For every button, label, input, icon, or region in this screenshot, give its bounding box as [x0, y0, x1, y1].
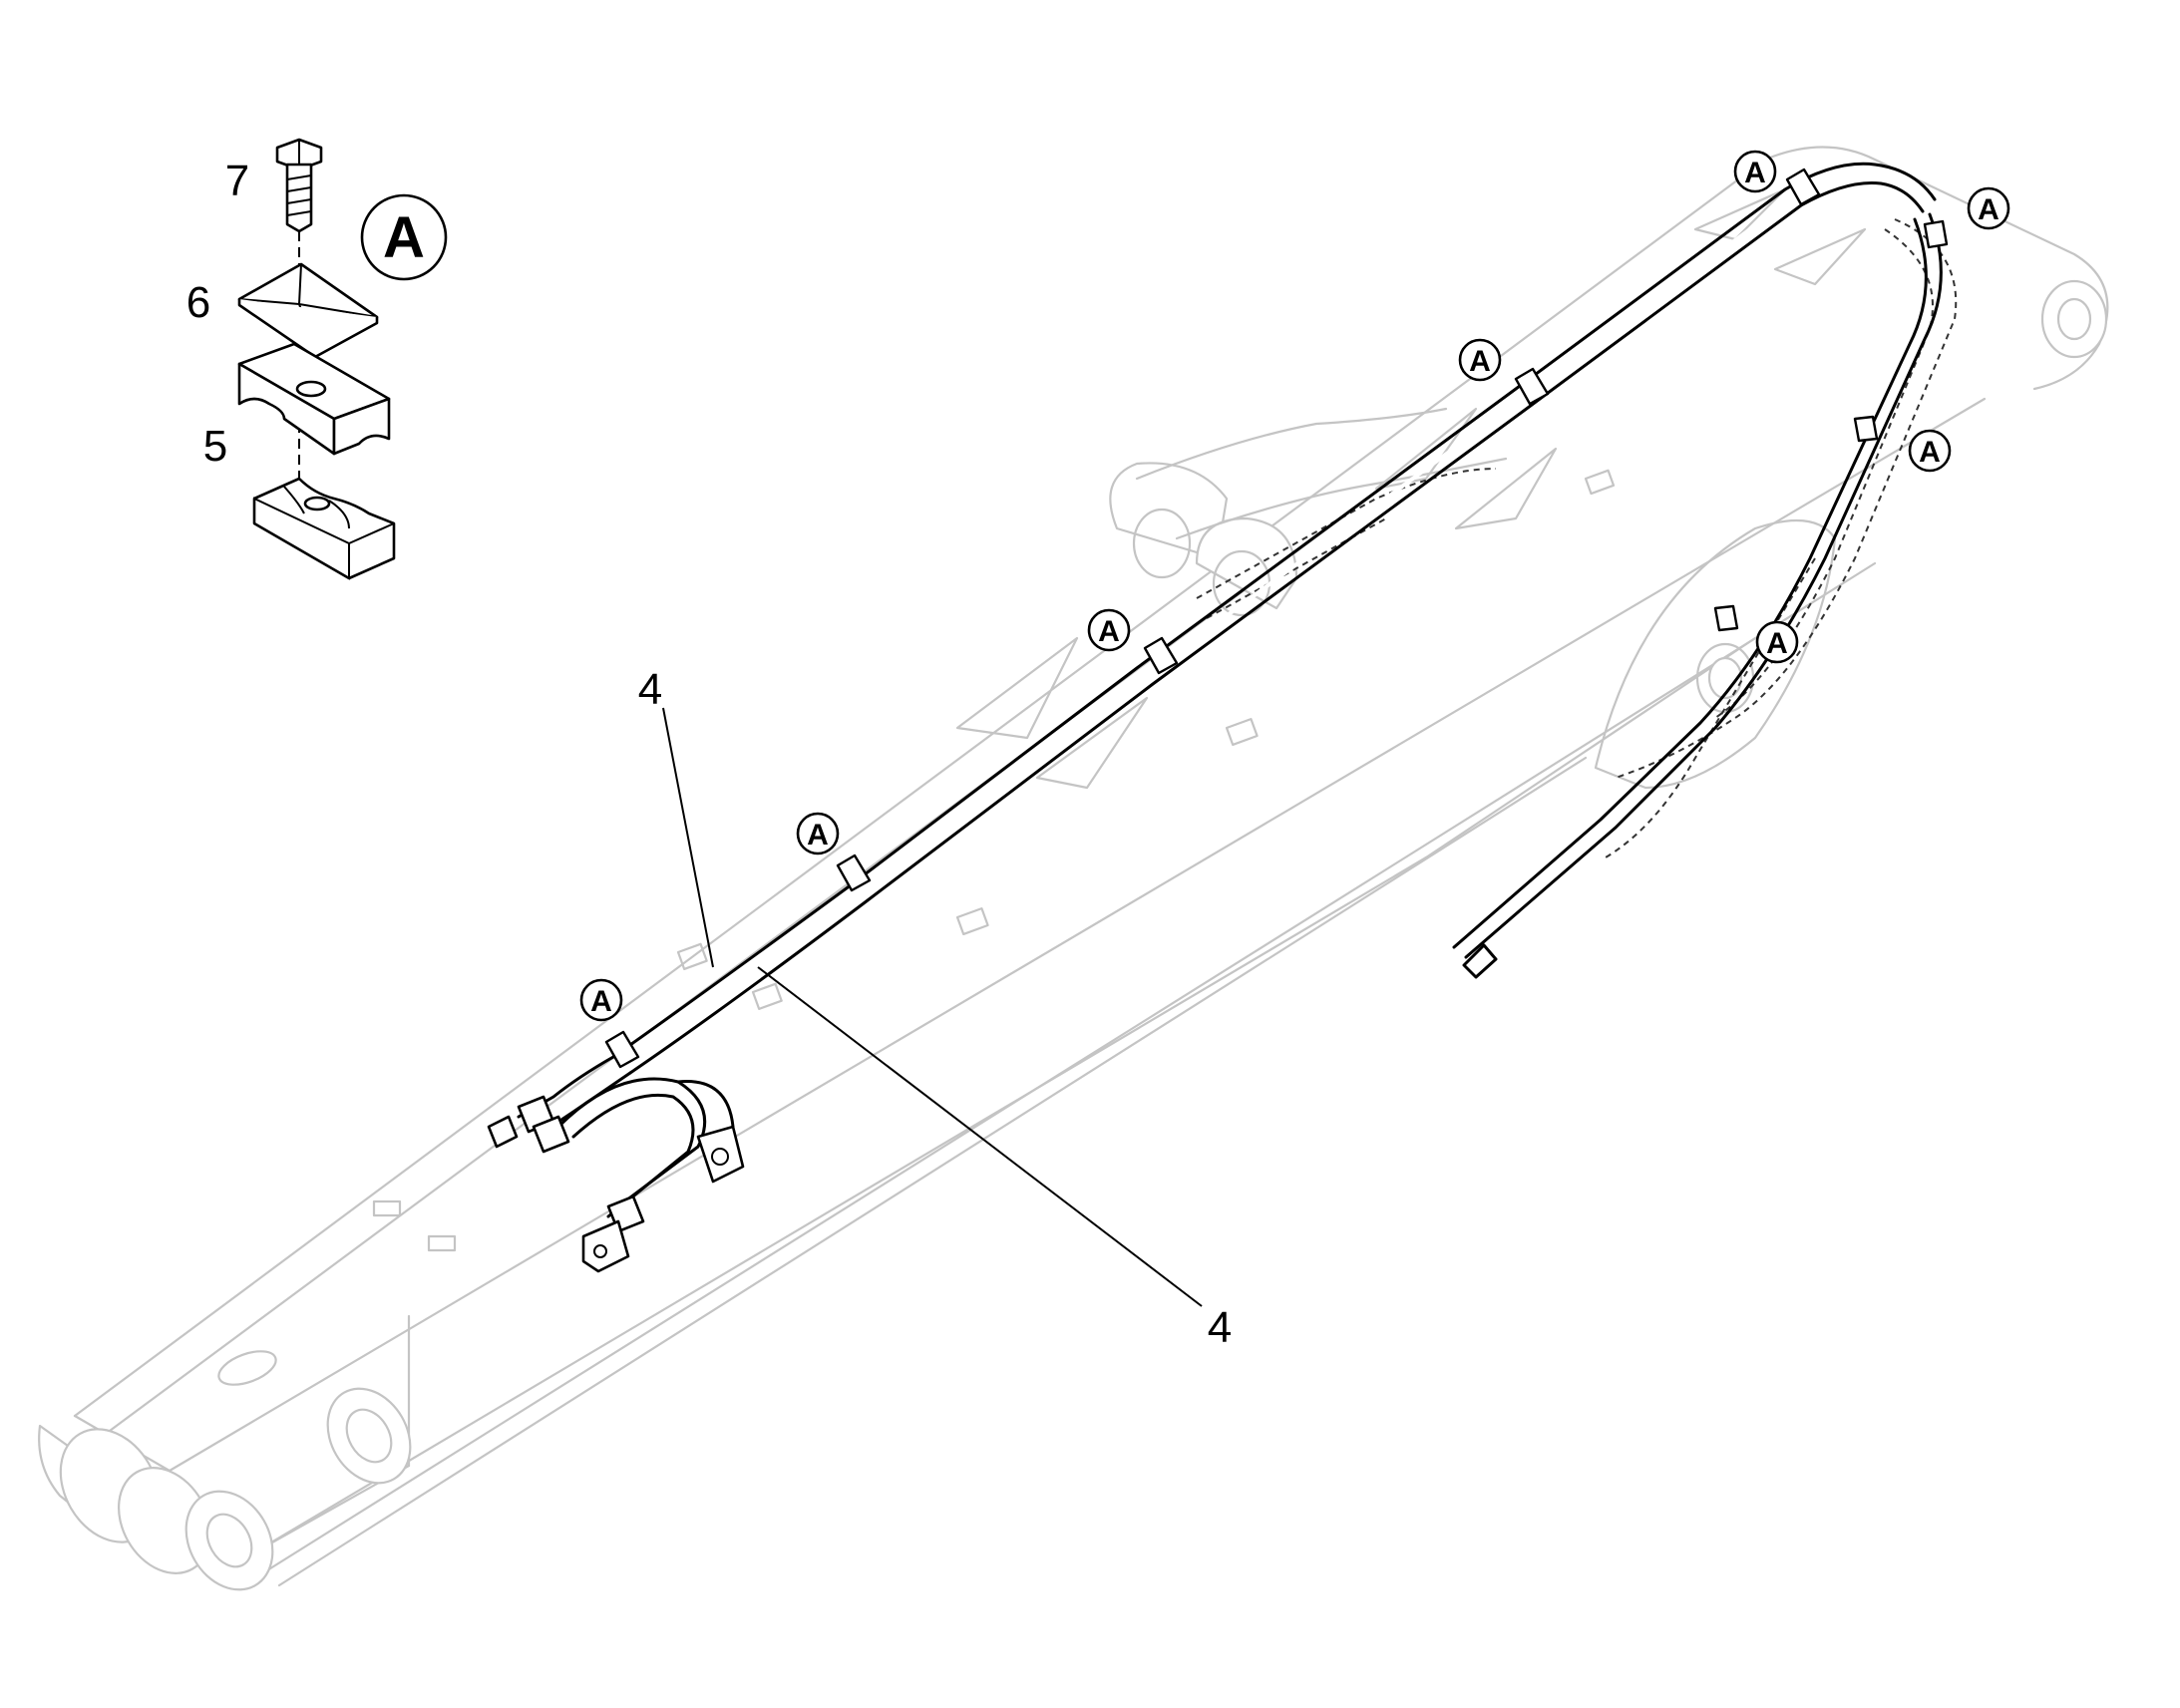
- clamp-5: [1785, 168, 1821, 206]
- boom-structure: [38, 146, 2109, 1591]
- detail-a-exploded-view: A: [237, 138, 448, 580]
- detail-callout-circle: [360, 193, 448, 281]
- clamp-callout-7: A: [796, 812, 840, 855]
- clamp-callout-6: A: [1755, 620, 1799, 664]
- svg-text:A: A: [1469, 345, 1491, 378]
- hose-assembly: [487, 162, 1943, 1273]
- clamp-8: [1713, 604, 1739, 632]
- leader-hose-lower: [757, 966, 1203, 1307]
- item-4-leaders: [662, 707, 1203, 1307]
- svg-text:A: A: [1766, 627, 1788, 660]
- clamp-location-callouts: A A A A A A A A: [579, 150, 2010, 1022]
- leader-hose-upper: [662, 707, 714, 968]
- label-hose-4-lower: 4: [1208, 1303, 1232, 1352]
- svg-text:A: A: [807, 819, 829, 852]
- svg-text:A: A: [1919, 436, 1941, 469]
- bolt: [275, 138, 323, 233]
- clamp-4: [1514, 367, 1550, 406]
- clamp-callout-2: A: [1967, 186, 2010, 230]
- clamp-half-lower: [252, 477, 396, 580]
- detail-callout-label: A: [383, 205, 425, 270]
- label-bolt-7: 7: [225, 157, 249, 205]
- clamp-2: [836, 854, 872, 892]
- plate: [237, 262, 379, 359]
- svg-text:A: A: [1978, 193, 1999, 226]
- clamp-callout-1: A: [1733, 150, 1777, 193]
- label-hose-4-upper: 4: [638, 665, 662, 714]
- clamp-3: [1143, 636, 1179, 675]
- clamp-callout-4: A: [1908, 429, 1952, 473]
- clamp-half-upper: [237, 342, 391, 456]
- svg-text:A: A: [1744, 157, 1766, 189]
- label-plate-6: 6: [186, 278, 210, 327]
- hose-clamps: [604, 168, 1949, 1069]
- clamp-1: [604, 1030, 640, 1069]
- clamp-callout-3: A: [1458, 338, 1502, 382]
- hidden-hose-routing: [1196, 218, 1958, 858]
- svg-text:A: A: [590, 985, 612, 1018]
- clamp-6: [1923, 219, 1949, 249]
- part-labels: 7 6 5 4 4: [186, 157, 1232, 1352]
- label-clamp-5: 5: [203, 422, 227, 471]
- clamp-callout-5: A: [1087, 608, 1131, 652]
- clamp-7: [1853, 415, 1879, 443]
- svg-text:A: A: [1098, 615, 1120, 648]
- clamp-callout-8: A: [579, 978, 623, 1022]
